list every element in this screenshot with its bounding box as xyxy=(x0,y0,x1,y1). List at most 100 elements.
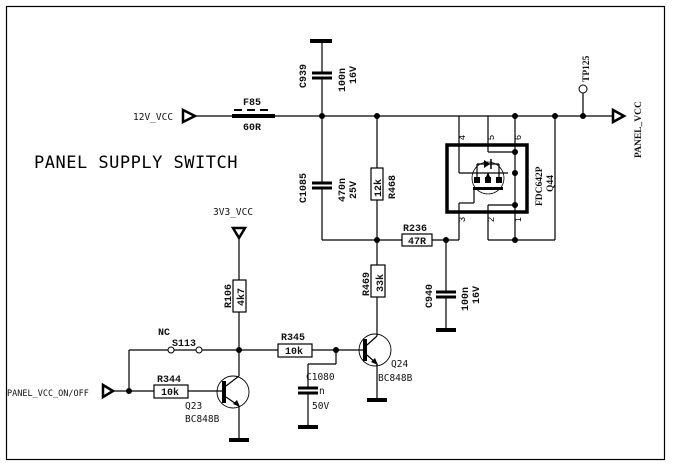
pin-label: 2 xyxy=(486,217,496,222)
net-label-panel-vcc: PANEL_VCC xyxy=(634,101,644,158)
wire xyxy=(366,335,378,346)
net-label-panel-vcc-on-off: PANEL_VCC_ON/OFF xyxy=(7,389,89,399)
body-diode-icon xyxy=(484,160,490,168)
pin-label: 4 xyxy=(457,135,467,140)
channel-segment-icon xyxy=(485,177,491,183)
arrow-icon xyxy=(486,172,490,177)
ref-q24: Q24 xyxy=(391,359,408,370)
junction-dot-icon xyxy=(512,202,518,208)
ref-r345: R345 xyxy=(281,333,305,344)
transistor-symbol-icon xyxy=(358,333,392,367)
base-bar-icon xyxy=(222,381,226,403)
gate-bar-icon xyxy=(473,187,503,190)
ground-bar-icon xyxy=(436,328,456,332)
mosfet-package-icon xyxy=(445,143,529,214)
ferrite-f85[interactable]: F85 60R xyxy=(232,98,275,134)
note-s113: NC xyxy=(158,328,170,339)
pin-label: 5 xyxy=(486,135,496,140)
pin-label: 6 xyxy=(513,135,523,140)
pin-label: 1 xyxy=(513,217,523,222)
resistor-r344[interactable]: R344 10k xyxy=(153,375,189,399)
ref-c1085: C1085 xyxy=(299,173,310,203)
resistor-body-icon xyxy=(370,264,386,298)
switch-s113[interactable]: NC S113 xyxy=(158,328,203,354)
mosfet-q44[interactable]: 4 5 6 3 2 1 FDC642P Q44 xyxy=(445,116,556,243)
net-label-12v-vcc: 12V_VCC xyxy=(133,112,173,123)
part-q24: BC848B xyxy=(378,373,413,384)
rating-c1085: 25V xyxy=(349,181,360,199)
port-arrow-icon xyxy=(181,107,198,125)
resistor-r106[interactable]: R106 4k7 xyxy=(224,238,248,350)
junction-dot-icon xyxy=(512,237,518,243)
capacitor-c939[interactable]: C939 100n 16V xyxy=(299,39,360,116)
rating-c940: 16V xyxy=(472,286,483,304)
ground-bar-icon xyxy=(367,398,387,402)
ref-c940: C940 xyxy=(425,284,436,308)
resistor-r236[interactable]: R236 47R xyxy=(401,224,433,248)
ref-r469: R469 xyxy=(362,272,373,296)
junction-dot-icon xyxy=(512,113,518,119)
transistor-q24[interactable]: Q24 BC848B xyxy=(358,330,413,402)
ref-r236: R236 xyxy=(403,224,427,235)
resistor-r345[interactable]: R345 10k xyxy=(277,333,313,358)
channel-segment-icon xyxy=(474,177,480,183)
port-arrow-icon xyxy=(101,382,116,400)
ref-s113: S113 xyxy=(172,339,196,350)
resistor-r469[interactable]: 33k R469 xyxy=(362,240,387,330)
ref-r106: R106 xyxy=(224,284,235,308)
resistor-r468[interactable]: 12k R468 xyxy=(370,113,399,240)
value-c939: 100n xyxy=(338,68,349,92)
junction-dot-icon xyxy=(512,170,518,176)
value-c940: 100n xyxy=(461,287,472,311)
emitter-arrow-icon xyxy=(233,400,240,407)
emitter-arrow-icon xyxy=(371,358,378,365)
transistor-symbol-icon xyxy=(216,375,250,409)
capacitor-c1080[interactable]: C1080 n 50V xyxy=(298,350,337,429)
ref-c939: C939 xyxy=(299,64,310,88)
channel-segment-icon xyxy=(496,177,502,183)
value-r106: 4k7 xyxy=(236,288,248,306)
value-c1080: n xyxy=(319,386,325,397)
value-f85: 60R xyxy=(243,123,261,134)
port-3v3-vcc[interactable]: 3V3_VCC xyxy=(213,207,253,241)
mosfet-symbol-icon xyxy=(471,161,505,195)
part-q44: FDC642P xyxy=(535,166,545,206)
port-panel-vcc[interactable]: PANEL_VCC xyxy=(611,101,644,158)
value-r344: 10k xyxy=(161,387,179,399)
part-q23: BC848B xyxy=(185,414,220,425)
ref-r468: R468 xyxy=(388,175,399,199)
value-r236: 47R xyxy=(408,237,426,248)
ferrite-body-icon xyxy=(232,114,275,118)
port-arrow-icon xyxy=(230,226,248,241)
junction-dot-icon xyxy=(126,388,132,394)
value-r345: 10k xyxy=(285,346,303,358)
ref-r344: R344 xyxy=(157,375,181,386)
transistor-q23[interactable]: Q23 BC848B xyxy=(185,350,250,442)
ref-f85: F85 xyxy=(243,98,261,109)
schematic-title: PANEL SUPPLY SWITCH xyxy=(34,153,238,173)
ref-q44: Q44 xyxy=(546,175,556,192)
port-arrow-icon xyxy=(611,107,627,125)
schematic-frame xyxy=(5,5,666,461)
port-panel-vcc-on-off[interactable]: PANEL_VCC_ON/OFF xyxy=(7,382,116,400)
ground-bar-icon xyxy=(310,39,332,43)
pin-label: 3 xyxy=(457,217,467,222)
test-point-tp125[interactable]: TP125 xyxy=(578,55,592,119)
rating-c939: 16V xyxy=(349,66,360,84)
switch-contact-icon xyxy=(195,346,203,354)
capacitor-c940[interactable]: C940 100n 16V xyxy=(425,240,483,332)
ref-q23: Q23 xyxy=(185,401,202,412)
value-c1085: 470n xyxy=(338,178,349,202)
rating-c1080: 50V xyxy=(312,401,329,412)
value-r468: 12k xyxy=(373,179,385,197)
base-bar-icon xyxy=(363,339,367,361)
capacitor-c1085[interactable]: C1085 470n 25V xyxy=(299,116,360,240)
ref-tp125: TP125 xyxy=(582,55,592,82)
port-12v-vcc[interactable]: 12V_VCC xyxy=(133,107,198,125)
junction-dot-icon xyxy=(512,149,518,155)
ref-c1080: C1080 xyxy=(306,372,335,383)
wire xyxy=(225,375,240,387)
test-point-icon xyxy=(578,84,588,94)
net-label-3v3-vcc: 3V3_VCC xyxy=(213,207,253,218)
